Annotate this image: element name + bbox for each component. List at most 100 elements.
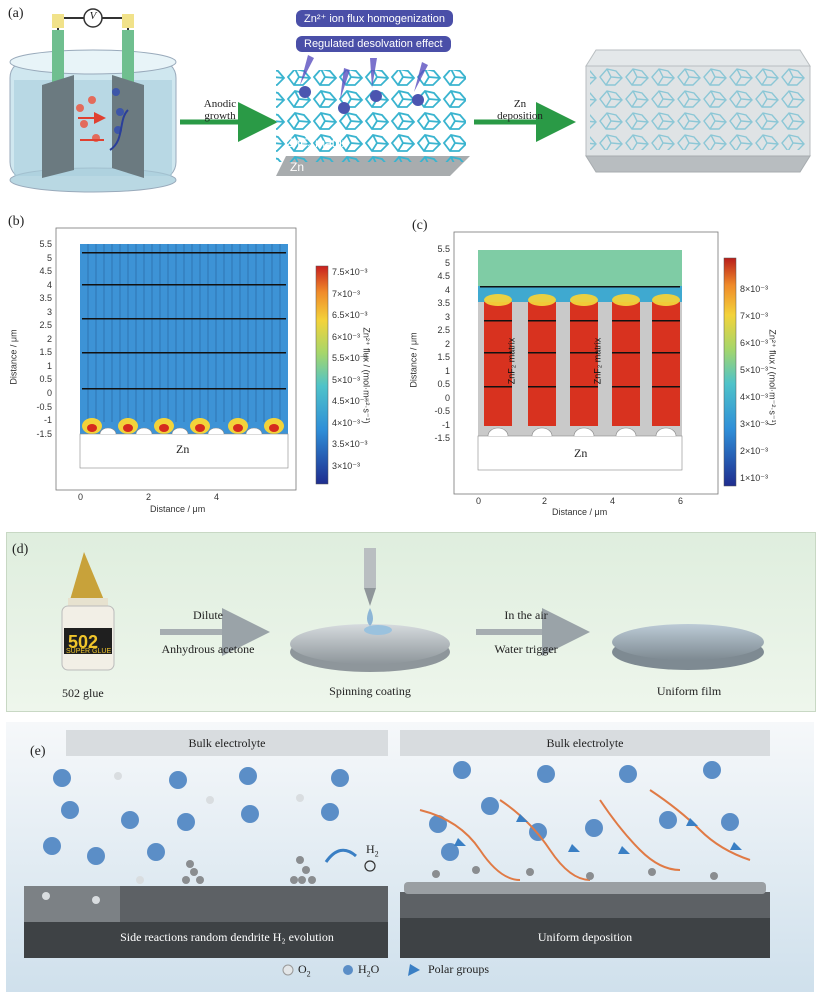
b-cbar-tick: 6×10⁻³ — [332, 331, 361, 342]
glue-bottle — [61, 552, 115, 671]
b-cbar-tick: 7.5×10⁻³ — [332, 267, 368, 277]
b-xtick-0: 0 — [78, 492, 84, 502]
c-ytick: 5 — [444, 257, 450, 268]
water-trigger-text: Water trigger — [494, 642, 558, 656]
left-header: Bulk electrolyte — [66, 730, 388, 756]
znf2-matrix-illustration — [276, 55, 470, 176]
h2-label-main: H — [366, 842, 375, 856]
b-ytick: 3.5 — [39, 293, 52, 304]
polar-group-legend-icon — [408, 964, 420, 976]
panel-b-graphics — [55, 227, 737, 495]
b-ytick: 0 — [46, 388, 52, 399]
h2-bubble — [364, 860, 376, 872]
b-ytick: 2.5 — [39, 320, 52, 331]
panel-b-label: (b) — [8, 214, 25, 229]
c-cbar-tick: 6×10⁻³ — [740, 338, 769, 348]
panel-a-label: (a) — [8, 6, 24, 21]
b-ytick: 1 — [46, 360, 52, 371]
b-xtick-2: 2 — [146, 492, 152, 502]
b-ytick: 5 — [46, 252, 52, 263]
anodic-growth-line2: growth — [204, 110, 236, 122]
b-zn-label: Zn — [176, 442, 190, 456]
zn-deposition-line2: deposition — [497, 110, 543, 122]
film-caption: Uniform film — [656, 684, 722, 698]
b-cbar-tick: 6.5×10⁻³ — [332, 310, 368, 320]
b-cbar-tick: 4×10⁻³ — [332, 417, 361, 428]
c-xtick-0: 0 — [476, 496, 482, 506]
zn-deposition-line1: Zn — [513, 98, 527, 110]
c-cbar-tick: 3×10⁻³ — [740, 419, 769, 429]
c-ytick: 1 — [444, 365, 450, 376]
zn-deposition-text: Zn deposition — [490, 98, 550, 122]
b-ytick: -1.5 — [36, 428, 52, 439]
c-ytick: 3.5 — [437, 298, 450, 308]
matrix-columns-c — [478, 302, 682, 436]
air-text: In the air — [504, 608, 548, 622]
c-xlabel: Distance / μm — [552, 507, 608, 517]
o2-legend-icon — [282, 964, 294, 976]
c-ytick: 0.5 — [437, 379, 450, 389]
c-cbar-tick: 4×10⁻³ — [740, 392, 769, 402]
left-water-clusters — [43, 767, 349, 865]
c-cbar-tick: 8×10⁻³ — [740, 284, 769, 294]
h2o-legend-icon — [343, 965, 353, 975]
glue-caption: 502 glue — [62, 686, 104, 700]
legend-o2-sub: 2 — [306, 969, 311, 979]
b-xlabel: Distance / μm — [150, 504, 206, 514]
b-cbar-tick: 3×10⁻³ — [332, 460, 361, 471]
panel-c-label: (c) — [412, 218, 428, 233]
panel-e-label: (e) — [30, 744, 46, 759]
uniform-film — [612, 624, 764, 670]
legend-polar-label: Polar groups — [428, 962, 489, 976]
b-ytick: -0.5 — [36, 401, 52, 412]
c-ytick: 2.5 — [437, 325, 450, 335]
polar-groups — [454, 814, 742, 854]
c-cbar-tick: 7×10⁻³ — [740, 311, 769, 321]
b-cbar-tick: 3.5×10⁻³ — [332, 439, 368, 449]
c-ytick: 4.5 — [437, 271, 450, 281]
znf2-matrix-label-sub: 2 — [307, 143, 312, 153]
voltmeter-label: V — [89, 10, 97, 22]
panel-c-yticks: 5.5 5 4.5 4 3.5 3 2.5 2 1.5 1 0.5 0 -0.5… — [428, 243, 450, 446]
c-ytick: 3 — [444, 311, 450, 322]
polymer-chains — [419, 789, 751, 881]
dilute-text: Dilute — [193, 608, 223, 622]
legend-h2o-sub: 2 — [366, 969, 371, 979]
b-cbar-tick: 7×10⁻³ — [332, 288, 361, 299]
legend-h2o-main: H — [358, 962, 367, 976]
znf2-matrix-label-tail: matrix — [311, 136, 348, 150]
b-ytick: 4.5 — [39, 266, 52, 277]
acetone-text: Anhydrous acetone — [161, 642, 255, 656]
h2-label: H2 — [366, 842, 379, 858]
bottle-label: 502 — [68, 632, 99, 652]
left-footer: Side reactions random dendrite H₂ evolut… — [120, 930, 334, 944]
b-ytick: 1.5 — [39, 347, 52, 358]
b-xtick-4: 4 — [214, 492, 220, 502]
legend-h2o-tail: O — [370, 962, 380, 976]
c-xtick-4: 4 — [610, 496, 616, 506]
spin-coater — [290, 548, 450, 672]
panel-d-label: (d) — [12, 542, 29, 557]
c-xtick-6: 6 — [678, 496, 684, 506]
legend-o2-label: O2 — [298, 962, 311, 978]
c-cbar-tick: 5×10⁻³ — [740, 365, 769, 375]
znf2-matrix-label: ZnF2 matrix — [286, 136, 348, 152]
panel-d-background — [6, 532, 816, 712]
legend-h2o-label: H2O — [358, 962, 379, 978]
b-ytick: 2 — [46, 333, 52, 344]
c-ytick: 5.5 — [437, 244, 450, 254]
h2-evolution-arrow — [324, 848, 357, 863]
znf2-matrix-label-main: ZnF — [286, 136, 308, 150]
c-ytick: 4 — [444, 284, 450, 295]
legend-o2-main: O — [298, 962, 307, 976]
desolvation-pill: Regulated desolvation effect — [296, 36, 451, 52]
bottle-sublabel: SUPER GLUE — [66, 648, 112, 655]
b-ytick: 0.5 — [39, 374, 52, 385]
c-ytick: -1.5 — [434, 433, 450, 443]
spin-caption: Spinning coating — [329, 684, 411, 698]
b-cbar-tick: 4.5×10⁻³ — [332, 396, 368, 406]
right-header: Bulk electrolyte — [400, 730, 770, 756]
hotspots-b — [82, 418, 284, 434]
